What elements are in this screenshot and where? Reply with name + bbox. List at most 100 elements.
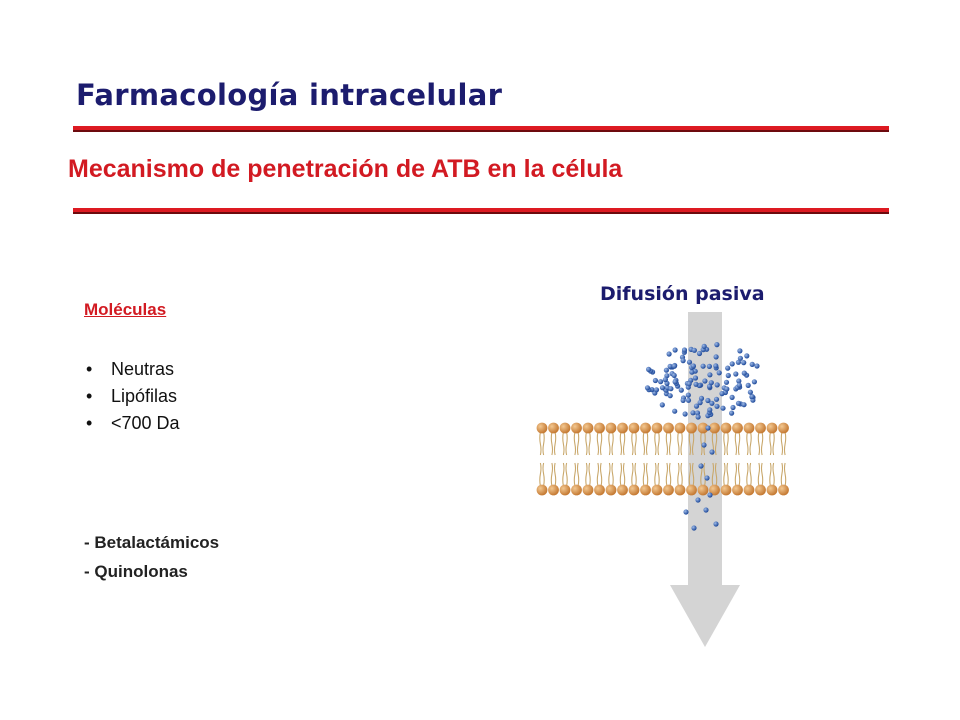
molecule [680, 358, 686, 364]
slide-subtitle: Mecanismo de penetración de ATB en la cé… [68, 155, 623, 183]
lipid-head [709, 422, 720, 434]
molecule [730, 404, 736, 411]
molecule [729, 361, 735, 367]
molecule [667, 363, 673, 369]
lipid-head [548, 484, 559, 496]
lipid-head [720, 422, 732, 434]
lipid-head [732, 484, 743, 496]
lipid-tail [780, 431, 784, 456]
molecule [705, 397, 711, 404]
lipid-head [686, 422, 697, 434]
lipid-head [697, 422, 709, 434]
molecule [652, 377, 658, 384]
lipid-head [663, 422, 674, 434]
molecule [751, 379, 757, 385]
molecule [745, 382, 751, 388]
molecule [678, 387, 684, 393]
lipid-tail [565, 462, 568, 487]
lipid-tail [677, 462, 680, 487]
molecule [666, 351, 672, 357]
lipid-tail [734, 462, 738, 487]
lipid-tail [573, 431, 577, 456]
molecule [735, 359, 741, 365]
molecule [682, 411, 688, 417]
molecule [702, 378, 708, 384]
lipid-tail [654, 431, 657, 456]
property-item: Neutras [84, 356, 180, 383]
lipid-tail [573, 462, 577, 487]
molecule [696, 350, 703, 357]
lipid-tail [631, 462, 634, 487]
molecule [737, 348, 743, 354]
lipid-tail [634, 462, 637, 487]
molecule [707, 372, 713, 378]
lipid-head [536, 422, 548, 434]
lipid-tail [611, 462, 614, 487]
lipid-tail [780, 462, 784, 487]
molecule-cluster [644, 342, 760, 531]
lipid-head [743, 484, 755, 496]
lipid-tail [599, 431, 603, 456]
molecule [737, 355, 743, 361]
lipid-tail [760, 462, 764, 487]
molecule [719, 391, 725, 397]
lipid-tail [703, 462, 706, 487]
lipid-head [617, 484, 628, 496]
molecule [685, 397, 692, 403]
molecule [695, 497, 701, 503]
molecule [741, 402, 747, 408]
lipid-head [674, 484, 686, 496]
lipid-head [755, 422, 766, 434]
molecule [662, 377, 668, 383]
lipid-tail [542, 431, 545, 456]
molecule [659, 385, 666, 391]
molecule [693, 381, 699, 387]
lipid-tail [565, 431, 568, 456]
lipid-tail [657, 462, 660, 487]
lipid-tail [691, 431, 695, 456]
lipid-tail [657, 431, 660, 456]
lipid-tail [634, 431, 637, 456]
molecule [646, 366, 652, 372]
molecule [708, 380, 714, 386]
molecule [749, 361, 755, 367]
subtitle-divider [73, 208, 889, 214]
lipid-tail [622, 462, 626, 487]
molecule [729, 410, 735, 416]
lipid-head [628, 484, 640, 496]
molecule [686, 359, 693, 365]
molecule [659, 402, 665, 408]
example-item: - Quinolonas [84, 562, 188, 581]
lipid-tail [619, 462, 623, 487]
molecule [700, 363, 706, 369]
lipid-head [559, 484, 571, 496]
lipid-head [732, 422, 743, 434]
lipid-tail [608, 462, 611, 487]
lipid-tail [760, 431, 764, 456]
molecule [695, 414, 701, 420]
lipid-tail [772, 462, 775, 487]
passive-diffusion-diagram [536, 312, 789, 647]
lipid-tail [668, 431, 672, 456]
molecule [683, 509, 689, 515]
lipid-head [571, 422, 582, 434]
molecule [680, 397, 686, 403]
lipid-tail [562, 431, 565, 456]
lipid-tail [642, 431, 646, 456]
molecule [741, 370, 747, 376]
lipid-tail [772, 431, 775, 456]
molecule [698, 463, 704, 469]
lipid-tail [723, 431, 726, 456]
lipid-head [720, 484, 732, 496]
molecule [714, 342, 720, 348]
lipid-head [743, 422, 755, 434]
molecule [754, 363, 760, 369]
molecule [671, 372, 677, 378]
molecule [694, 410, 701, 416]
molecule [672, 347, 678, 353]
lipid-tail [585, 431, 588, 456]
lipid-tail [726, 462, 729, 487]
lipid-tail [688, 431, 692, 456]
lipid-head [651, 422, 663, 434]
lipid-tail [539, 431, 542, 456]
